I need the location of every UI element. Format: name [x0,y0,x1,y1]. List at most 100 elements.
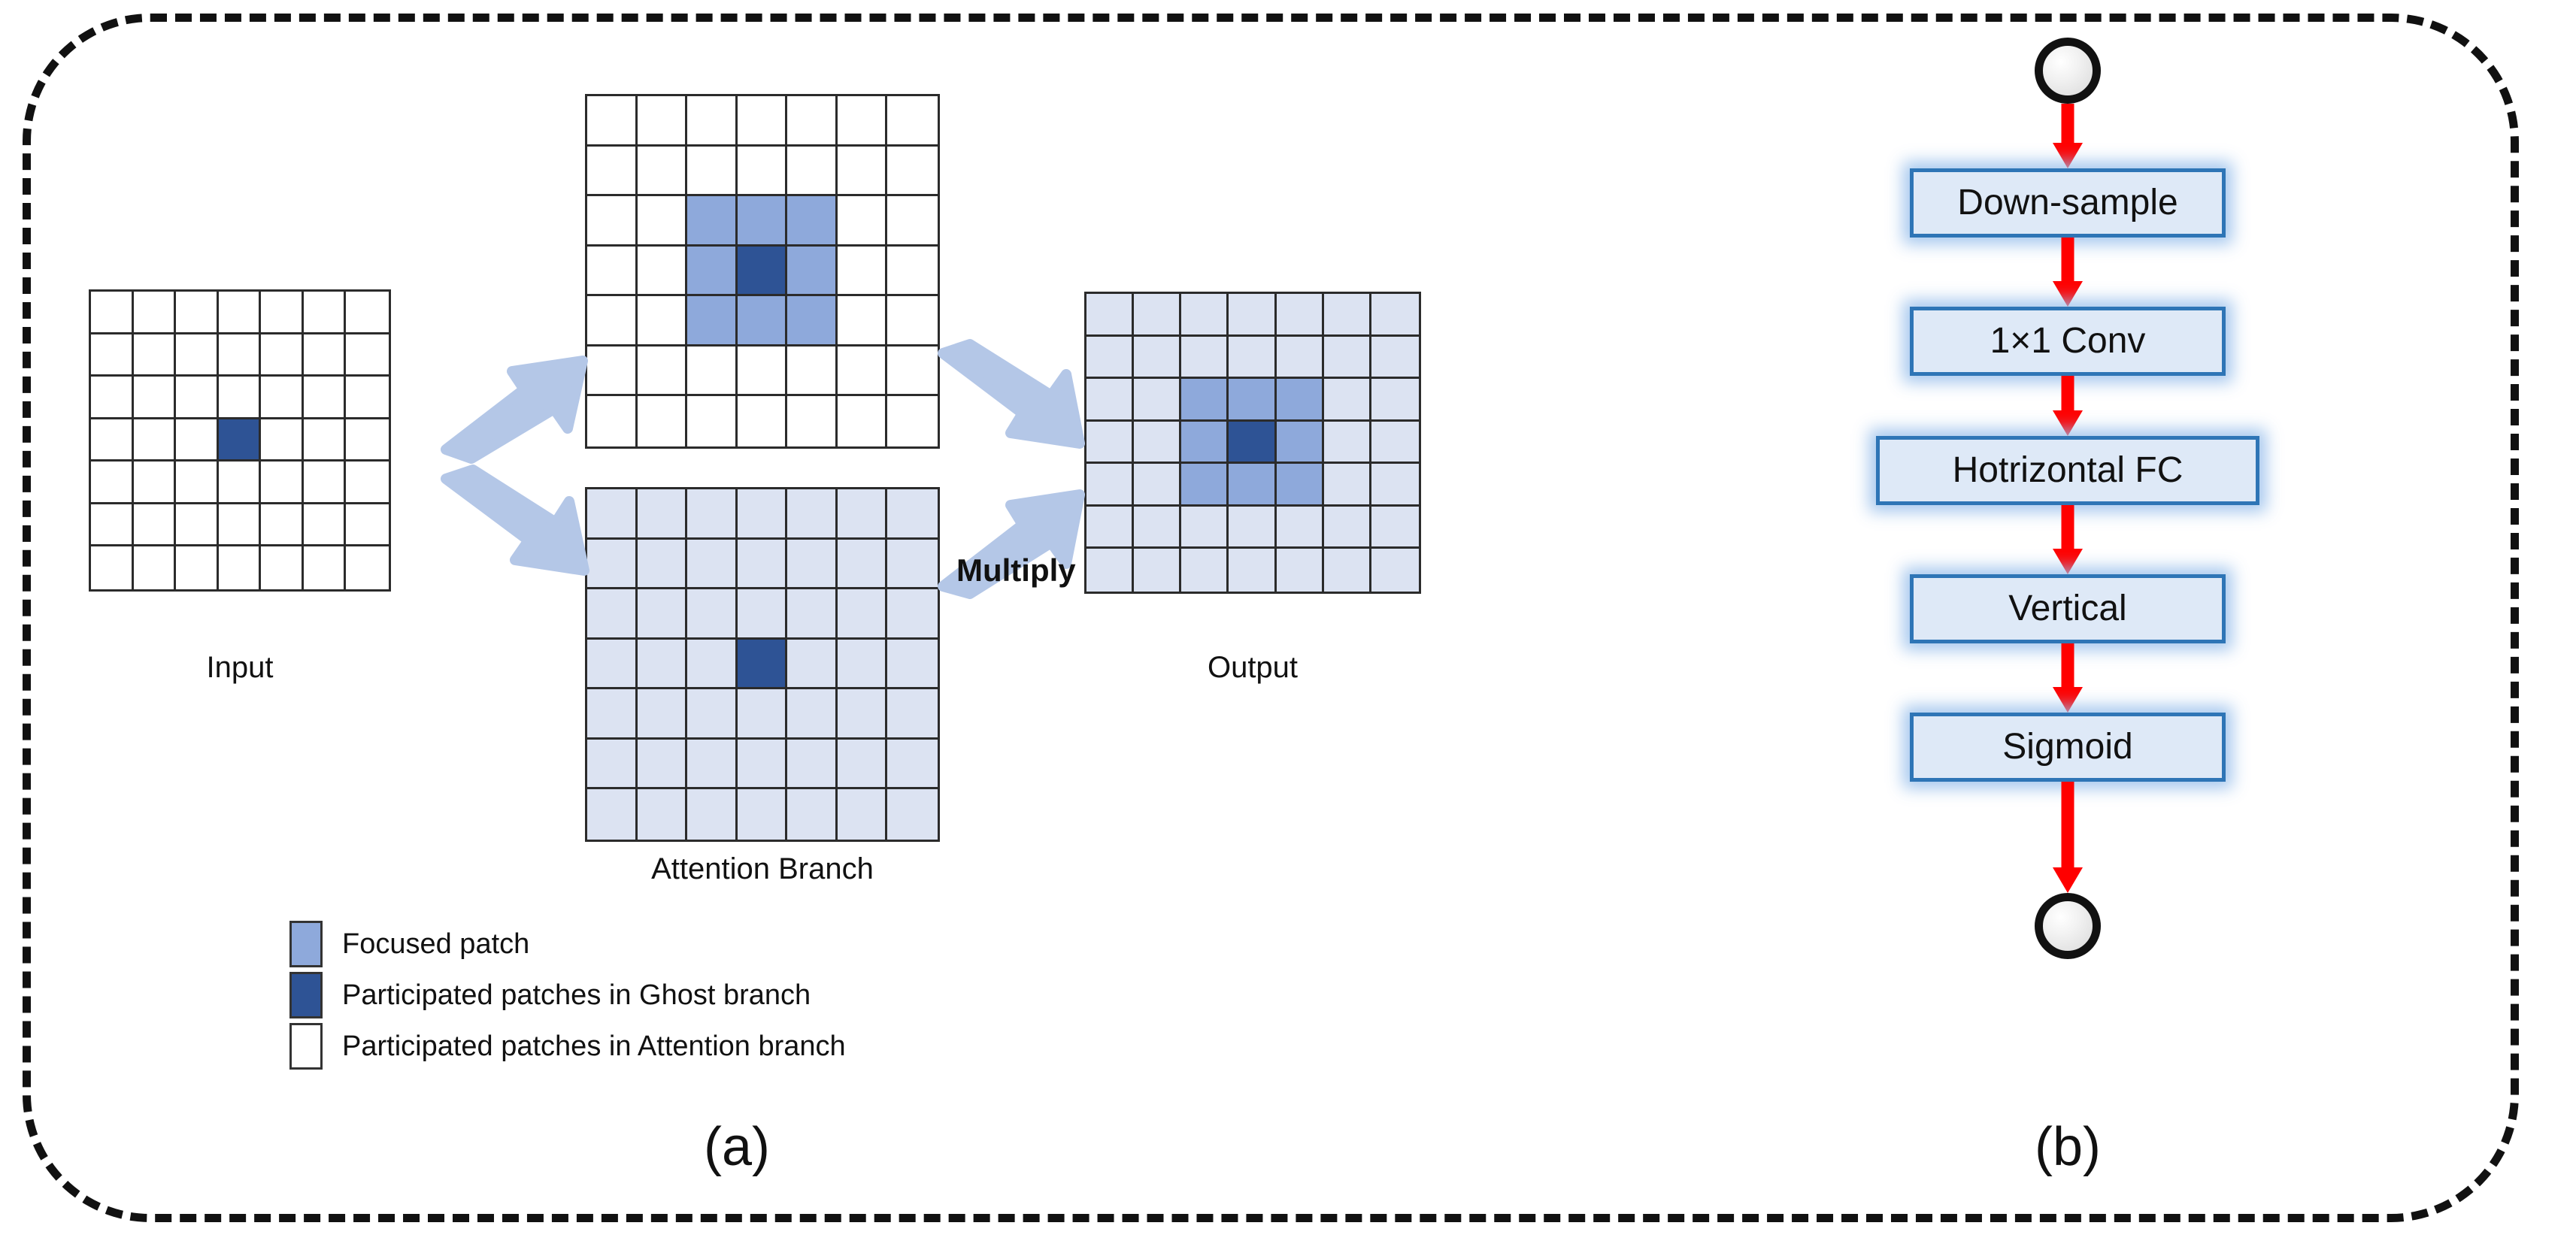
flow-arrow-6-icon [2053,782,2083,893]
flow-arrow-4-icon [2053,505,2083,574]
grid-cell [1229,464,1277,507]
grid-cell [837,489,888,540]
grid-cell [637,146,688,197]
grid-cell [1276,506,1324,549]
grid-cell [687,539,738,590]
grid-cell [303,462,347,504]
flow-arrow-3-icon [2053,376,2083,436]
grid-cell [91,377,134,419]
flow-box-down-sample[interactable]: Down-sample [1910,168,2226,238]
legend-label-ghost-patch: Participated patches in Ghost branch [342,979,811,1011]
grid-cell [737,589,788,640]
flow-box-horizontal-fc[interactable]: Hotrizontal FC [1876,436,2259,505]
grid-cell [837,296,888,347]
grid-cell [1134,464,1182,507]
grid-cell [587,196,638,247]
grid-cell [687,489,738,540]
grid-cell [346,546,389,589]
grid-cell [737,489,788,540]
grid-cell [1181,421,1229,465]
grid-cell [346,334,389,377]
grid-cell [303,334,347,377]
grid-attention-branch [585,487,940,842]
grid-cell [737,739,788,790]
grid-cell [587,739,638,790]
grid-cell [687,296,738,347]
grid-cell [787,589,838,640]
grid-cell [1276,421,1324,465]
grid-cell [1323,336,1371,380]
grid-cell [837,396,888,446]
grid-cell [887,346,938,397]
grid-cell [176,462,219,504]
grid-cell [218,334,262,377]
grid-cell [346,419,389,462]
grid-cell [587,146,638,197]
grid-cell [91,334,134,377]
split-arrow-down-icon [440,465,598,583]
grid-cell [587,639,638,690]
grid-cell [887,196,938,247]
grid-cell [587,96,638,147]
grid-cell [687,689,738,740]
grid-cell [176,504,219,547]
grid-cell [737,639,788,690]
flow-arrow-2-icon [2053,238,2083,307]
grid-cell [91,546,134,589]
grid-cell [1323,294,1371,337]
grid-cell [687,396,738,446]
grid-cell [346,504,389,547]
flow-end-circle [2035,893,2101,959]
flow-box-sigmoid[interactable]: Sigmoid [1910,713,2226,782]
flow-box-1x1-conv[interactable]: 1×1 Conv [1910,307,2226,376]
grid-cell [637,489,688,540]
grid-cell [637,396,688,446]
grid-cell [1086,336,1135,380]
grid-cell [1229,549,1277,592]
merge-arrow-down-icon [938,339,1089,459]
grid-cell [637,96,688,147]
grid-cell [1323,549,1371,592]
grid-cell [1371,294,1419,337]
grid-cell [687,789,738,840]
grid-cell [1323,506,1371,549]
grid-cell [737,296,788,347]
grid-cell [737,789,788,840]
grid-cell [133,504,177,547]
grid-cell [1086,294,1135,337]
grid-cell [787,196,838,247]
grid-cell [1134,549,1182,592]
grid-cell [837,96,888,147]
legend-label-attention-patch: Participated patches in Attention branch [342,1031,846,1062]
flow-box-1x1-conv-label: 1×1 Conv [1990,321,2146,361]
grid-cell [787,346,838,397]
grid-cell [91,419,134,462]
grid-cell [887,739,938,790]
grid-cell [91,462,134,504]
legend-label-focused-patch: Focused patch [342,928,530,960]
grid-cell [176,334,219,377]
grid-cell [887,789,938,840]
flow-box-sigmoid-label: Sigmoid [2002,727,2133,767]
grid-input [89,289,391,592]
grid-cell [1371,336,1419,380]
grid-output-label: Output [1207,651,1299,684]
grid-cell [737,396,788,446]
multiply-label: Multiply [956,552,1076,588]
grid-cell [346,292,389,334]
grid-attention-branch-label: Attention Branch [651,852,874,885]
grid-cell [303,419,347,462]
grid-cell [1229,294,1277,337]
grid-cell [1086,549,1135,592]
grid-cell [737,246,788,297]
grid-cell [1134,379,1182,422]
flow-box-vertical[interactable]: Vertical [1910,574,2226,643]
grid-cell [1181,294,1229,337]
grid-cell [637,196,688,247]
grid-cell [687,346,738,397]
grid-cell [1086,379,1135,422]
grid-cell [887,589,938,640]
flow-box-vertical-label: Vertical [2008,589,2127,628]
grid-cell [1134,336,1182,380]
grid-cell [887,246,938,297]
